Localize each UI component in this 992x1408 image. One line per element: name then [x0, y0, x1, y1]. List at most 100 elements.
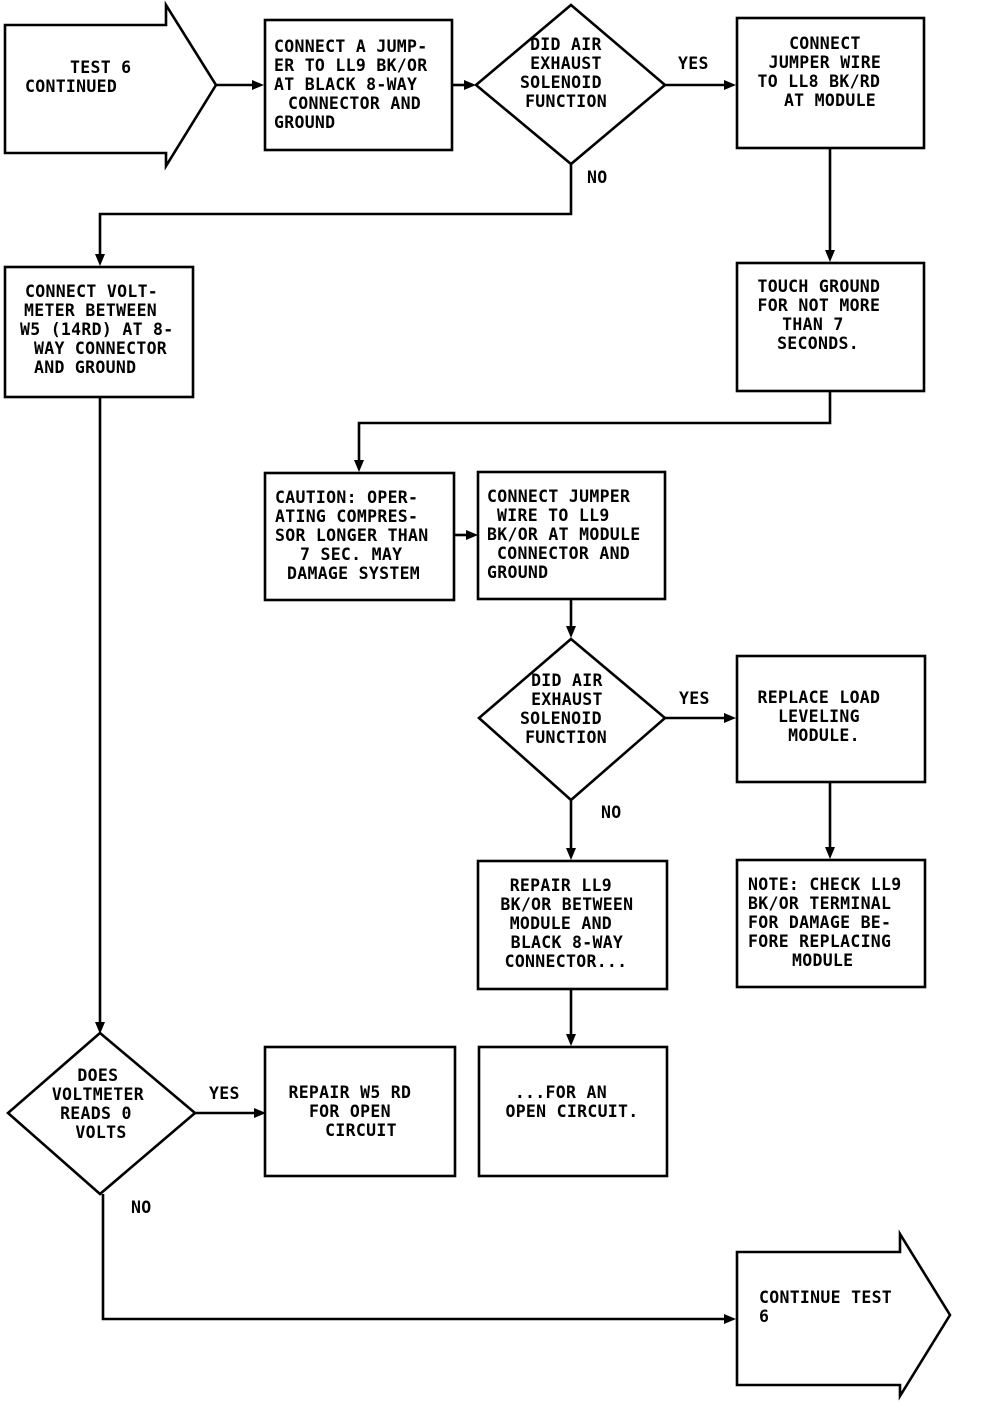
- caution-line: 7 SEC. MAY: [300, 545, 402, 564]
- process-box-shape: [476, 859, 669, 991]
- svg-text:NOTE: CHECK LL9 BK/OR TE: NOTE: CHECK LL9 BK/OR TERMINAL FOR DAMAG…: [748, 875, 912, 970]
- start-test6-continued: TEST 6 CONTINUED: [25, 58, 131, 96]
- caution-line: SOR LONGER THAN: [275, 526, 429, 545]
- shapes: [3, 0, 952, 1401]
- svg-text:CONNECT A JUMP- ER TO LL: CONNECT A JUMP- ER TO LL9 BK/OR AT BLACK…: [274, 37, 438, 132]
- decision2-yes-label: YES: [679, 689, 710, 708]
- start-line: CONTINUED: [25, 77, 117, 96]
- decision-line: VOLTS: [75, 1123, 126, 1142]
- process-box-shape: [263, 18, 454, 152]
- step-line: GROUND: [487, 563, 548, 582]
- note-check-terminal: NOTE: CHECK LL9 BK/OR TERMINAL FOR DAMAG…: [748, 875, 912, 970]
- caution-line: CAUTION: OPER-: [275, 488, 418, 507]
- step-line: SECONDS.: [777, 334, 859, 353]
- step-line: GROUND: [274, 113, 335, 132]
- step-for-open-circuit: ...FOR AN OPEN CIRCUIT.: [505, 1083, 638, 1121]
- note-line: BK/OR TERMINAL: [748, 894, 891, 913]
- step-line: CONNECTOR AND: [288, 94, 421, 113]
- step-line: WAY CONNECTOR: [34, 339, 167, 358]
- step-line: REPAIR W5 RD: [288, 1083, 411, 1102]
- process-box-shape: [263, 471, 456, 602]
- caution-line: ATING COMPRES-: [275, 507, 418, 526]
- step-connect-jumper-ll8: CONNECT JUMPER WIRE TO LL8 BK/RD AT MODU…: [757, 34, 891, 110]
- decision-line: DOES: [77, 1066, 118, 1085]
- edge-decision2-yes-arrowhead: [724, 713, 736, 723]
- step-line: BK/OR AT MODULE: [487, 525, 641, 544]
- edge-caution-to-jumper-ll9-module-arrowhead: [466, 530, 478, 540]
- decision-did-air-exhaust-1: DID AIR EXHAUST SOLENOID FUNCTION: [520, 35, 612, 111]
- step-line: TO LL8 BK/RD: [757, 72, 880, 91]
- svg-text:REPAIR LL9 BK/OR BETWEEN: REPAIR LL9 BK/OR BETWEEN MODULE AND BLAC…: [500, 876, 643, 971]
- edge-decision3-no-arrowhead: [724, 1314, 736, 1324]
- edge-decision1-no-arrowhead: [95, 254, 105, 266]
- step-touch-ground: TOUCH GROUND FOR NOT MORE THAN 7 SECONDS…: [757, 277, 890, 353]
- edge-decision2-no-arrowhead: [566, 848, 576, 860]
- start-line: TEST 6: [70, 58, 131, 77]
- step-line: MODULE AND: [510, 914, 612, 933]
- edge-repair-ll9-to-open-circuit-arrowhead: [566, 1034, 576, 1046]
- decision-line: EXHAUST: [530, 54, 602, 73]
- step-line: ...FOR AN: [515, 1083, 607, 1102]
- note-caution: CAUTION: OPER- ATING COMPRES- SOR LONGER…: [275, 488, 439, 583]
- step-repair-w5: REPAIR W5 RD FOR OPEN CIRCUIT: [288, 1083, 421, 1140]
- note-line: MODULE: [792, 951, 853, 970]
- svg-text:CONNECT JUMPER WIRE: CONNECT JUMPER WIRE TO LL8 BK/RD AT MODU…: [757, 34, 891, 110]
- decision-line: SOLENOID: [520, 73, 602, 92]
- step-line: BLACK 8-WAY: [511, 933, 624, 952]
- edge-test6-to-jumper-arrowhead: [252, 80, 264, 90]
- step-line: CONNECT VOLT-: [25, 282, 158, 301]
- svg-text:DID AIR EXHAUST SO: DID AIR EXHAUST SOLENOID FUNCTION: [520, 671, 613, 747]
- step-line: W5 (14RD) AT 8-: [20, 320, 174, 339]
- decision-line: FUNCTION: [525, 728, 607, 747]
- caution-line: DAMAGE SYSTEM: [287, 564, 420, 583]
- step-line: JUMPER WIRE: [769, 53, 882, 72]
- decision-does-voltmeter: DOES VOLTMETER READS 0 VOLTS: [52, 1066, 154, 1142]
- process-box-shape: [263, 1045, 457, 1178]
- end-continue-test6: CONTINUE TEST 6: [759, 1288, 892, 1326]
- start-arrow-shape: [3, 0, 218, 171]
- svg-text:REPAIR W5 RD FOR OPEN: REPAIR W5 RD FOR OPEN CIRCUIT: [288, 1083, 421, 1140]
- svg-text:REPLACE LOAD LEVELING: REPLACE LOAD LEVELING MODULE.: [757, 688, 890, 745]
- decision-line: FUNCTION: [525, 92, 607, 111]
- step-line: THAN 7: [782, 315, 843, 334]
- note-line: FORE REPLACING: [748, 932, 891, 951]
- svg-text:DOES VOLTMETER REA: DOES VOLTMETER READS 0 VOLTS: [52, 1066, 154, 1142]
- step-line: AND GROUND: [34, 358, 136, 377]
- step-line: FOR OPEN: [309, 1102, 391, 1121]
- note-line: FOR DAMAGE BE-: [748, 913, 891, 932]
- decision-diamond-shape: [6, 1031, 198, 1196]
- svg-text:DID AIR EXHAUST SO: DID AIR EXHAUST SOLENOID FUNCTION: [520, 35, 612, 111]
- decision-line: VOLTMETER: [52, 1085, 144, 1104]
- step-line: AT MODULE: [784, 91, 876, 110]
- process-box-shape: [735, 261, 926, 393]
- decision-line: DID AIR: [531, 671, 603, 690]
- step-connect-jumper-ll9-module: CONNECT JUMPER WIRE TO LL9 BK/OR AT MODU…: [487, 487, 641, 582]
- end-arrow-shape: [735, 1229, 952, 1401]
- edge-voltmeter-to-decision3-arrowhead: [95, 1022, 105, 1034]
- decision1-no-label: NO: [587, 168, 607, 187]
- svg-text:CONNECT VOLT- METER BETW: CONNECT VOLT- METER BETWEEN W5 (14RD) AT…: [20, 282, 184, 377]
- svg-text:TOUCH GROUND FOR NOT MOR: TOUCH GROUND FOR NOT MORE THAN 7 SECONDS…: [757, 277, 890, 353]
- process-box-shape: [476, 470, 667, 601]
- note-line: NOTE: CHECK LL9: [748, 875, 902, 894]
- decision-line: SOLENOID: [520, 709, 602, 728]
- process-box-shape: [477, 1045, 669, 1178]
- decision-diamond-shape: [473, 3, 668, 166]
- step-line: CONNECT JUMPER: [487, 487, 630, 506]
- decision3-yes-label: YES: [209, 1084, 240, 1103]
- step-line: CONNECTOR AND: [497, 544, 630, 563]
- edge-jumper-ll9-module-to-decision2-arrowhead: [566, 626, 576, 638]
- decision-diamond-shape: [477, 637, 667, 802]
- edge-decision3-no: [101, 1194, 724, 1321]
- svg-text:CAUTION: OPER- ATING COM: CAUTION: OPER- ATING COMPRES- SOR LONGER…: [275, 488, 439, 583]
- svg-text:...FOR AN OPEN CIRCUIT.: ...FOR AN OPEN CIRCUIT.: [505, 1083, 638, 1121]
- edge-replace-to-note-arrowhead: [825, 847, 835, 859]
- process-box-shape: [735, 16, 926, 150]
- step-line: CONNECTOR...: [505, 952, 628, 971]
- connectors: [95, 80, 835, 1324]
- step-line: METER BETWEEN: [24, 301, 157, 320]
- edge-decision3-yes-arrowhead: [254, 1108, 266, 1118]
- process-box-shape: [735, 654, 927, 784]
